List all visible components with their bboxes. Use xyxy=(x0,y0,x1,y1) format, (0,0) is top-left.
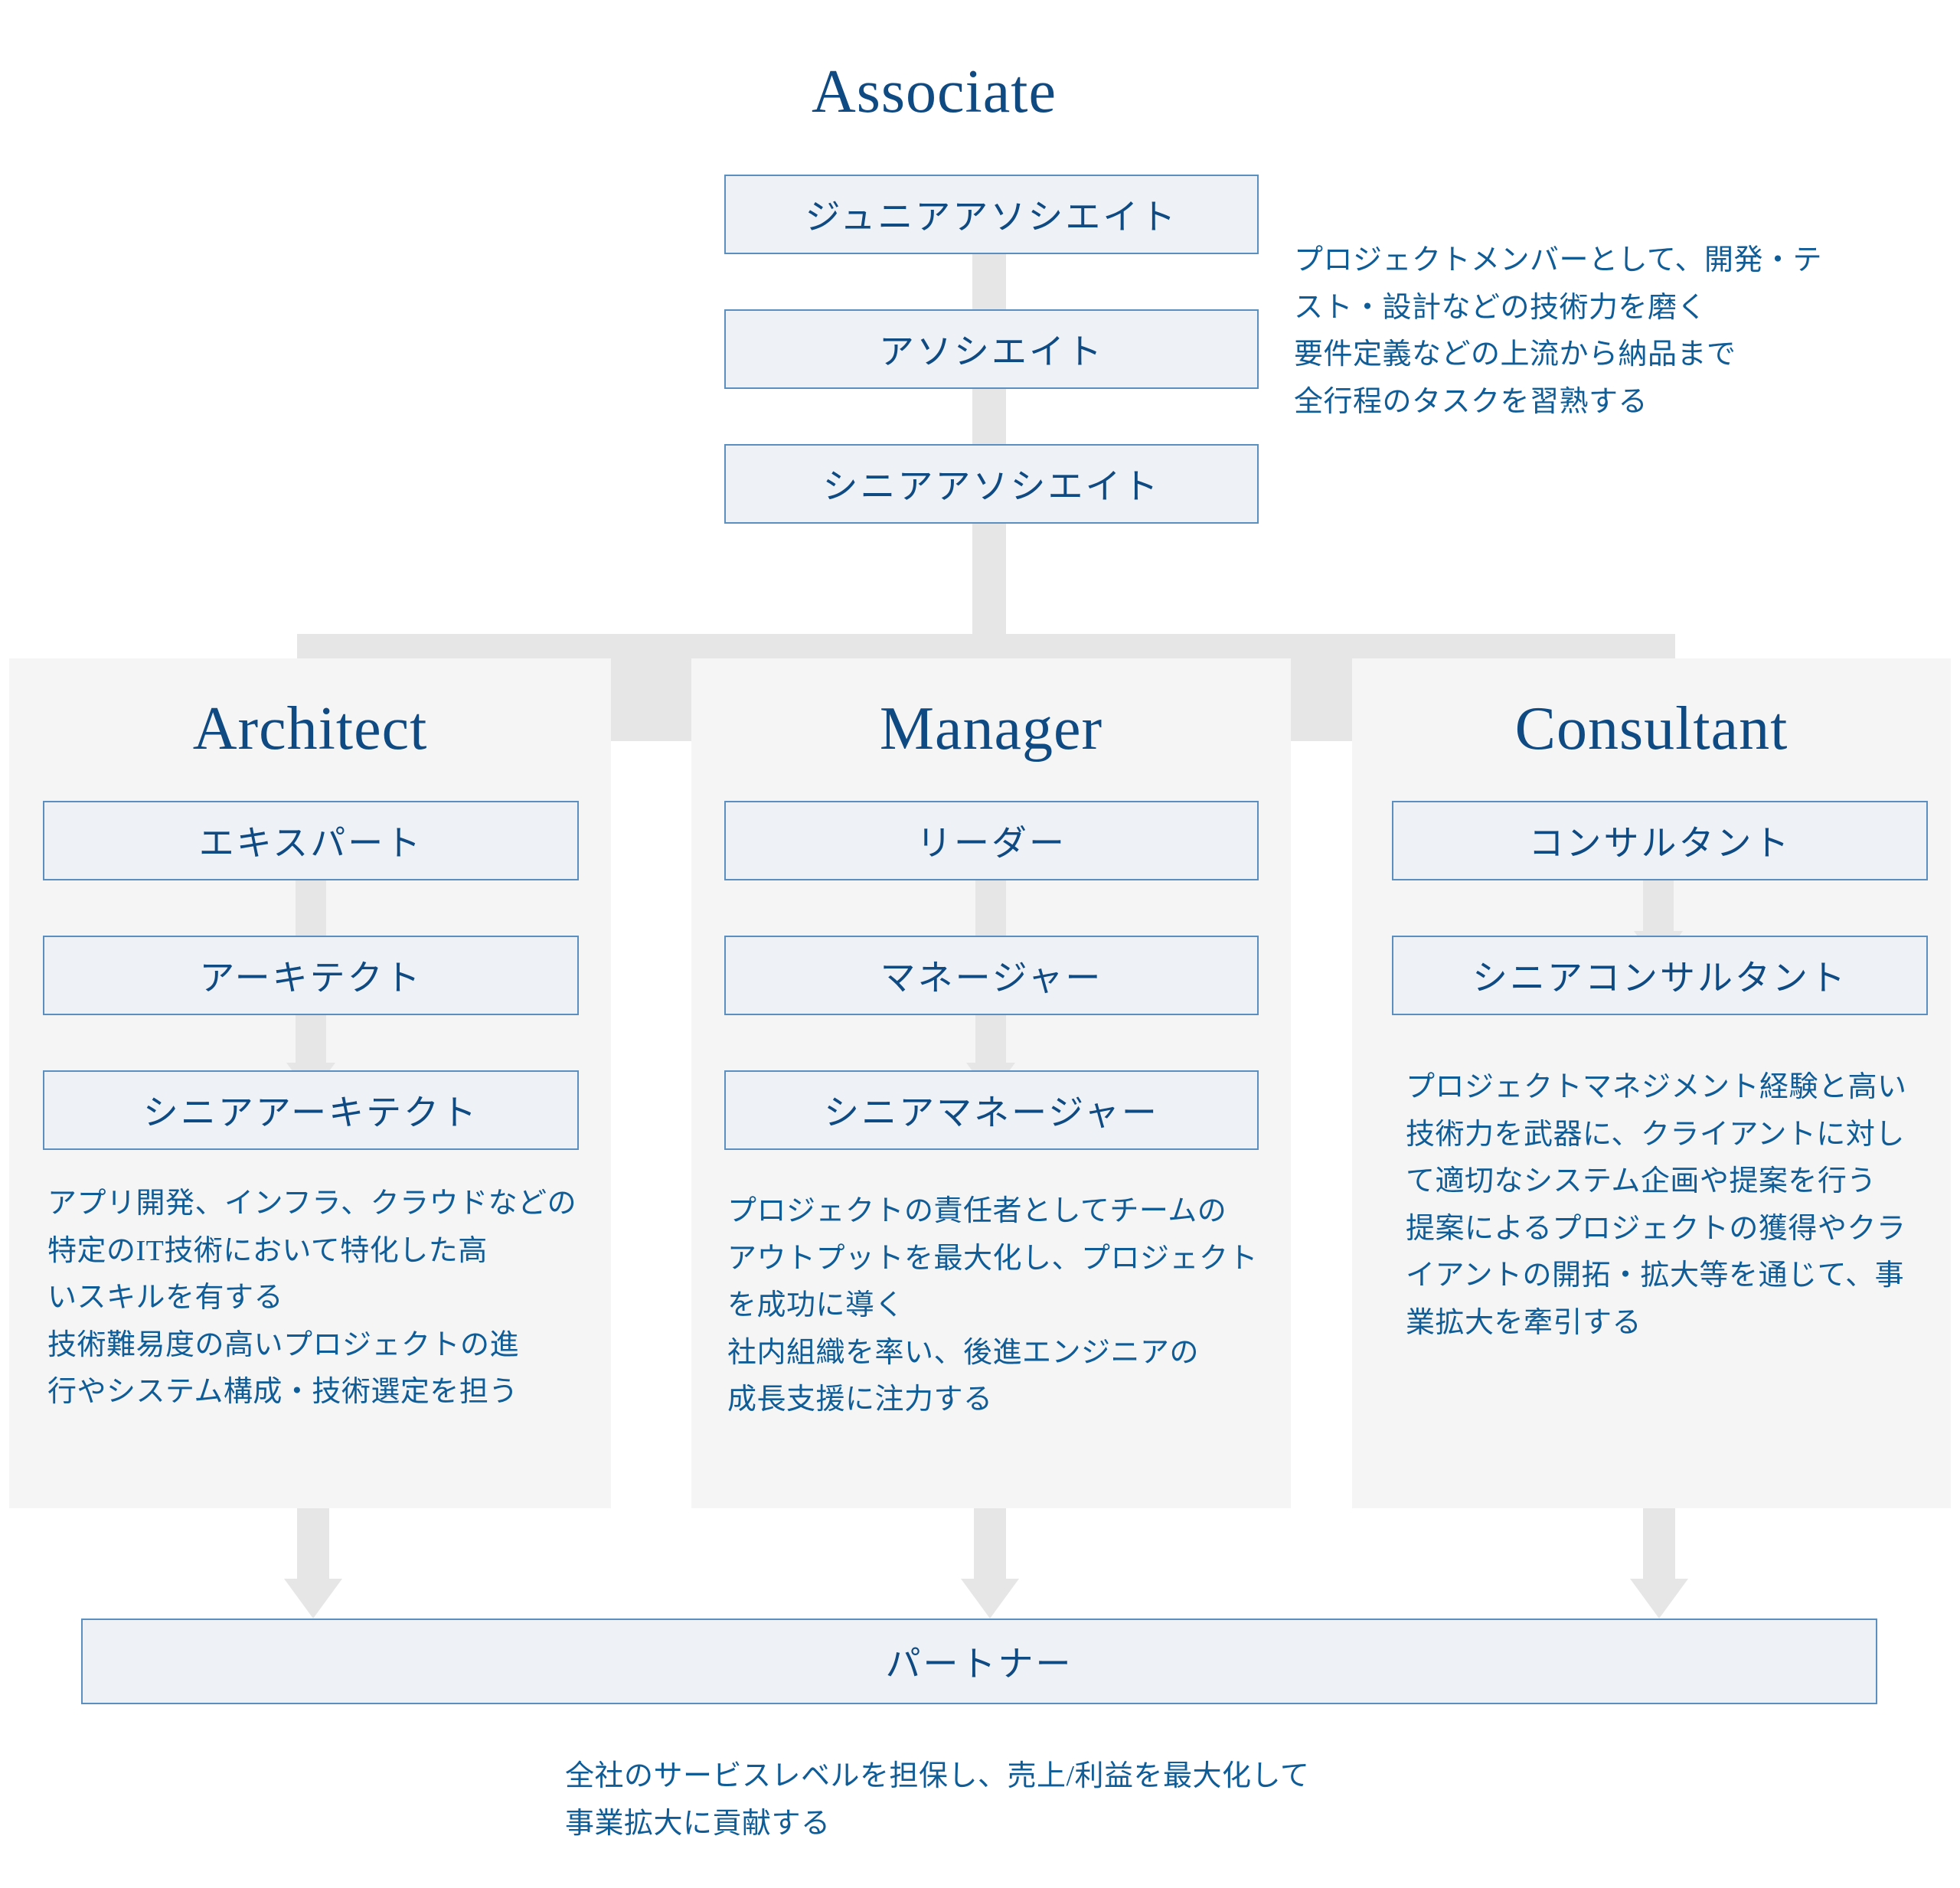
group-title-architect: Architect xyxy=(192,695,428,763)
rank-box-expert[interactable]: エキスパート xyxy=(43,801,579,880)
rank-box-partner[interactable]: パートナー xyxy=(81,1619,1877,1704)
rank-box-manager[interactable]: マネージャー xyxy=(724,936,1259,1015)
group-title-associate: Associate xyxy=(811,58,1057,126)
panel-consultant xyxy=(1352,658,1951,1508)
rank-box-senior-architect[interactable]: シニアアーキテクト xyxy=(43,1070,579,1150)
rank-box-associate[interactable]: アソシエイト xyxy=(724,309,1259,389)
partner-arrowhead-manager xyxy=(961,1579,1019,1619)
rank-box-architect[interactable]: アーキテクト xyxy=(43,936,579,1015)
description-associate: プロジェクトメンバーとして、開発・テ スト・設計などの技術力を磨く 要件定義など… xyxy=(1294,244,1822,418)
description-manager: プロジェクトの責任者としてチームの アウトプットを最大化し、プロジェクト を成功… xyxy=(727,1195,1259,1416)
partner-shaft-manager xyxy=(974,1508,1006,1592)
partner-arrowhead-architect xyxy=(284,1579,342,1619)
rank-box-senior-manager[interactable]: シニアマネージャー xyxy=(724,1070,1259,1150)
branch-stem xyxy=(972,524,1006,634)
rank-box-leader[interactable]: リーダー xyxy=(724,801,1259,880)
rank-box-junior-associate[interactable]: ジュニアアソシエイト xyxy=(724,175,1259,254)
description-architect: アプリ開発、インフラ、クラウドなどの 特定のIT技術において特化した高 いスキル… xyxy=(47,1187,577,1409)
connector-manager-to-senior-manager xyxy=(975,1012,1006,1069)
partner-shaft-architect xyxy=(297,1508,329,1592)
description-consultant: プロジェクトマネジメント経験と高い 技術力を武器に、クライアントに対し て適切な… xyxy=(1406,1071,1907,1339)
partner-shaft-consultant xyxy=(1643,1508,1675,1592)
rank-box-consultant[interactable]: コンサルタント xyxy=(1392,801,1928,880)
group-title-consultant: Consultant xyxy=(1514,695,1788,763)
partner-arrowhead-consultant xyxy=(1630,1579,1688,1619)
connector-consultant-to-senior-consultant xyxy=(1643,880,1674,937)
rank-box-senior-consultant[interactable]: シニアコンサルタント xyxy=(1392,936,1928,1015)
description-partner: 全社のサービスレベルを担保し、売上/利益を最大化して 事業拡大に貢献する xyxy=(565,1760,1310,1840)
group-title-manager: Manager xyxy=(879,695,1103,763)
rank-box-senior-associate[interactable]: シニアアソシエイト xyxy=(724,444,1259,524)
connector-architect-to-senior-architect xyxy=(296,1012,326,1069)
